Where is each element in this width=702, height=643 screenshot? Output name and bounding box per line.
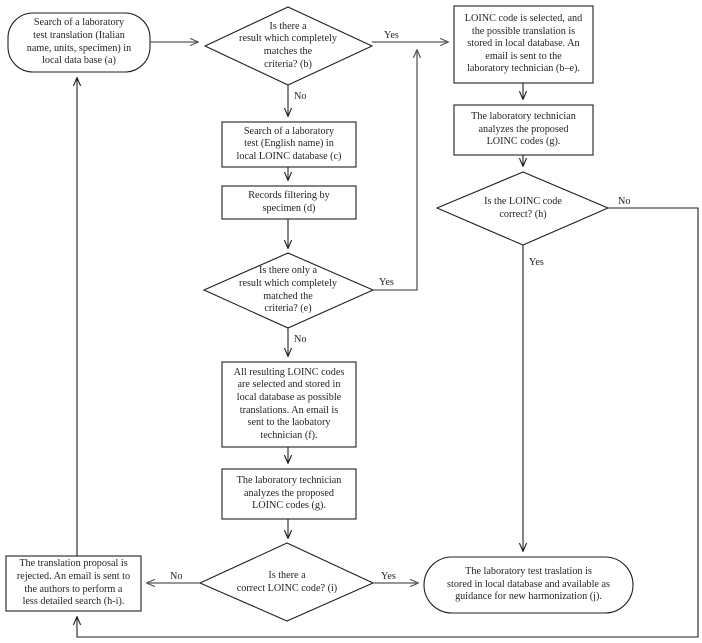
edge-label-e-no: No	[294, 334, 307, 345]
edge-label-i-no: No	[170, 571, 183, 582]
node-h-shape	[435, 171, 610, 246]
node-i-shape	[198, 542, 375, 622]
edge-label-e-yes: Yes	[379, 277, 394, 288]
node-d-shape	[221, 185, 357, 220]
node-a-shape	[7, 12, 151, 73]
edge-label-i-yes: Yes	[381, 571, 396, 582]
edge-label-b-no: No	[294, 91, 307, 102]
edge-h-no-to-hi	[77, 207, 699, 638]
edge-e-yes-to-be	[373, 50, 417, 291]
node-j-shape	[423, 556, 634, 614]
edge-label-h-yes: Yes	[529, 257, 544, 268]
node-b-shape	[203, 6, 374, 86]
edge-label-h-no: No	[618, 196, 631, 207]
node-e-shape	[202, 252, 375, 329]
edge-label-b-yes: Yes	[384, 30, 399, 41]
node-c-shape	[221, 121, 357, 168]
node-g-bottom-shape	[221, 468, 357, 520]
node-hi-shape	[5, 555, 142, 612]
node-be-shape	[453, 5, 594, 84]
node-f-shape	[221, 361, 357, 448]
node-g-top-shape	[453, 104, 594, 156]
